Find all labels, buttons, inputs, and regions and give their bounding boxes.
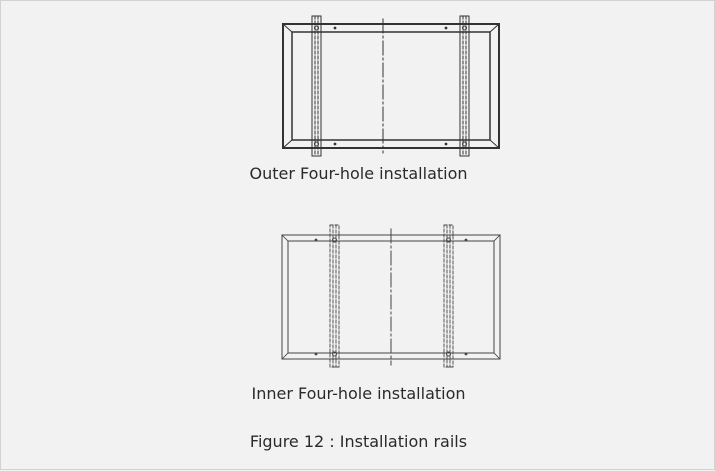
inner-left-rail <box>329 224 340 368</box>
inner-frame-corner <box>281 234 289 242</box>
outer-left-rail <box>311 15 322 157</box>
inner-right-rail <box>443 224 454 368</box>
inner-frame-corner <box>281 352 289 360</box>
outer-frame-corner <box>282 23 293 33</box>
outer-frame-diagram <box>282 15 500 157</box>
outer-reference-dots <box>333 26 448 146</box>
inner-mounting-holes <box>332 237 451 357</box>
outer-frame-border <box>282 23 500 149</box>
inner-installation-caption: Inner Four-hole installation <box>251 384 466 403</box>
inner-frame-diagram <box>281 224 501 368</box>
inner-frame-corner <box>493 352 501 360</box>
outer-mounting-holes <box>314 25 467 147</box>
inner-reference-dots <box>314 238 468 356</box>
outer-frame-inner-border <box>291 31 491 141</box>
outer-frame-corner <box>489 23 500 33</box>
outer-frame-corner <box>489 139 500 149</box>
inner-frame-corner <box>493 234 501 242</box>
outer-frame-corner <box>282 139 293 149</box>
outer-right-rail <box>459 15 470 157</box>
outer-installation-caption: Outer Four-hole installation <box>249 164 468 183</box>
figure-caption: Figure 12 : Installation rails <box>249 432 468 451</box>
